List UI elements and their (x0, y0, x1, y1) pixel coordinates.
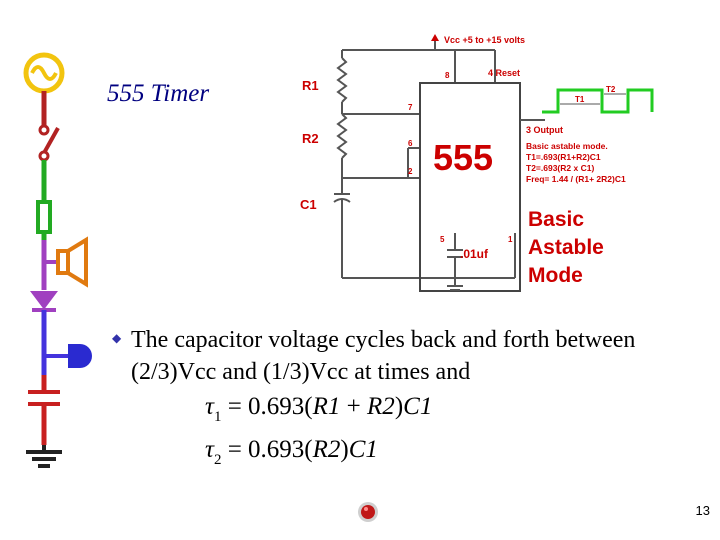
pin1-label: 1 (508, 235, 513, 244)
speaker-icon (56, 236, 88, 288)
r1-resistor (336, 57, 348, 103)
tau-symbol: τ (205, 393, 214, 420)
chip-label: 555 (433, 137, 493, 178)
subscript: 1 (213, 409, 222, 425)
t2-label: T2 (606, 85, 616, 94)
r2-resistor (336, 113, 348, 159)
c1-term: C1 (403, 393, 433, 420)
big-label-line: Astable (528, 236, 604, 259)
vcc-label: Vcc +5 to +15 volts (444, 35, 525, 45)
close-paren: ) (394, 393, 404, 420)
c1-label: C1 (300, 197, 317, 212)
bullet-text: The capacitor voltage cycles back and fo… (131, 327, 636, 385)
r1-term: R1 (312, 393, 341, 420)
r2-term: R2 (312, 436, 341, 463)
pin4-label: 4 Reset (488, 68, 520, 78)
ground-icon (26, 445, 62, 468)
pin7-label: 7 (408, 103, 413, 112)
r1-label: R1 (302, 78, 319, 93)
note-line: Freq= 1.44 / (R1+ 2R2)C1 (526, 174, 626, 184)
t1-label: T1 (575, 95, 585, 104)
formula-prefix: = 0.693( (227, 436, 313, 463)
formula-tau2: τ2 = 0.693(R2)C1 (205, 436, 378, 469)
switch-icon (38, 124, 60, 162)
pin5-label: 5 (440, 235, 445, 244)
output-waveform (542, 88, 654, 114)
bullet-diamond-icon: ◆ (112, 331, 122, 345)
pin2-label: 2 (408, 167, 413, 176)
decorative-circuit-strip (23, 52, 92, 468)
output-label: 3 Output (526, 125, 563, 135)
tau-symbol: τ (205, 436, 214, 463)
555-astable-schematic: Vcc +5 to +15 volts R1 R2 C1 555 8 4 Res… (290, 28, 670, 296)
555-chip-body (419, 82, 521, 292)
big-label-line: Basic (528, 208, 584, 231)
ac-source-icon (23, 52, 65, 94)
r2-term: R2 (367, 393, 395, 420)
slide-nav-button[interactable] (356, 500, 380, 524)
close-paren: ) (340, 436, 349, 463)
c1-term: C1 (348, 436, 378, 463)
page-number: 13 (695, 503, 710, 518)
subscript: 2 (213, 452, 222, 468)
formula-prefix: = 0.693( (227, 393, 313, 420)
r2-label: R2 (302, 131, 319, 146)
slide-title: 555 Timer (107, 80, 210, 107)
note-line: T1=.693(R1+R2)C1 (526, 152, 601, 162)
formula-tau1: τ1 = 0.693(R1 + R2)C1 (205, 393, 432, 426)
pin8-label: 8 (445, 71, 450, 80)
pin6-label: 6 (408, 139, 413, 148)
note-line: Basic astable mode. (526, 141, 608, 151)
big-label-line: Mode (528, 264, 583, 287)
capacitor-icon (28, 390, 60, 406)
cap-value-label: .01uf (460, 247, 489, 261)
diode-icon (30, 291, 58, 312)
fuse-icon (36, 200, 52, 234)
note-line: T2=.693(R2 x C1) (526, 163, 594, 173)
lamp-icon (44, 344, 92, 368)
plus-sign: + (340, 393, 368, 420)
